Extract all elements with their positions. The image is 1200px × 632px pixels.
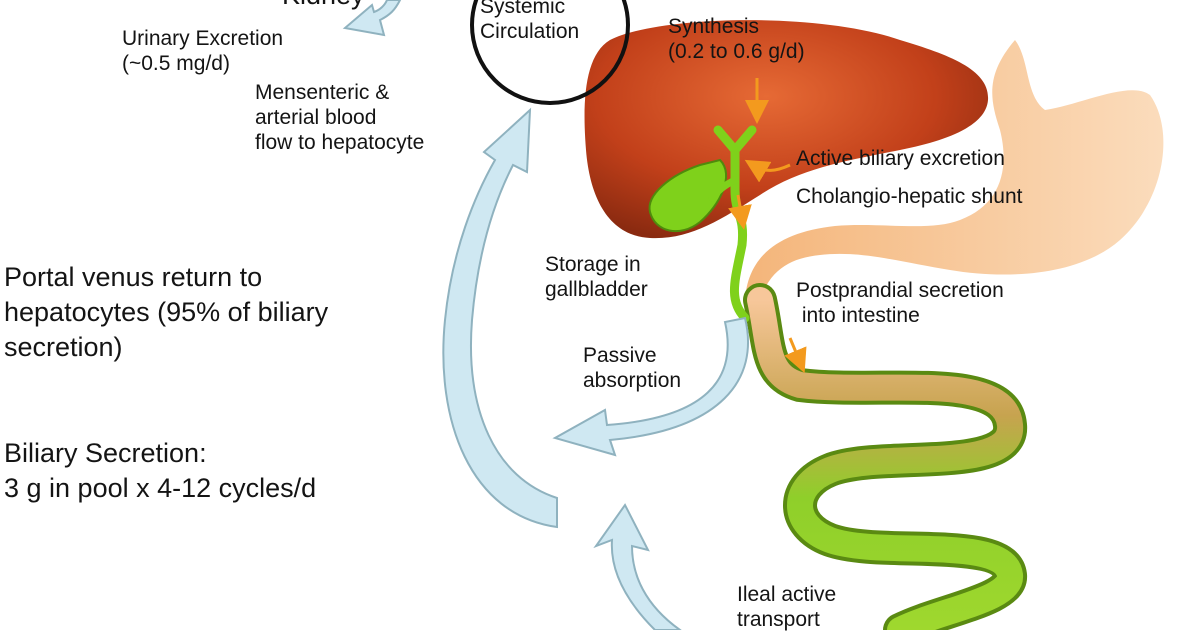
ileal-transport-arrow: [593, 503, 682, 630]
bile-duct-tree: [713, 125, 757, 323]
portal-return-label: Portal venus return to hepatocytes (95% …: [4, 262, 329, 363]
systemic-circulation-circle: [470, 0, 630, 105]
passive-absorption-label: Passive absorption: [583, 344, 682, 393]
postprandial-secretion-label: Postprandial secretion into intestine: [796, 279, 1004, 328]
shunt-marker-arrow: [728, 194, 752, 230]
excretion-marker-arrow: [744, 159, 791, 183]
gallbladder-storage-label: Storage in gallbladder: [545, 253, 648, 302]
biliary-secretion-label: Biliary Secretion: 3 g in pool x 4-12 cy…: [4, 438, 317, 504]
stomach-shape: [745, 40, 1164, 300]
active-biliary-excretion-label: Active biliary excretion: [796, 147, 1005, 170]
kidney-label: Kidney: [282, 0, 365, 13]
mesenteric-flow-label: Mensenteric & arterial blood flow to hep…: [255, 81, 425, 155]
urinary-excretion-label: Urinary Excretion (~0.5 mg/d): [122, 27, 284, 76]
passive-absorption-arrow: [552, 316, 750, 457]
systemic-circulation-label: Systemic Circulation: [480, 0, 580, 44]
kidney-arrow: [342, 0, 402, 37]
portal-return-arrow: [442, 107, 558, 529]
cholangio-hepatic-shunt-label: Cholangio-hepatic shunt: [796, 185, 1023, 208]
ileal-active-transport-label: Ileal active transport: [737, 583, 837, 632]
synthesis-label: Synthesis (0.2 to 0.6 g/d): [668, 15, 805, 64]
cystic-duct: [708, 176, 739, 202]
postprandial-marker-arrow: [784, 337, 807, 374]
small-intestine-inner: [747, 287, 1023, 630]
